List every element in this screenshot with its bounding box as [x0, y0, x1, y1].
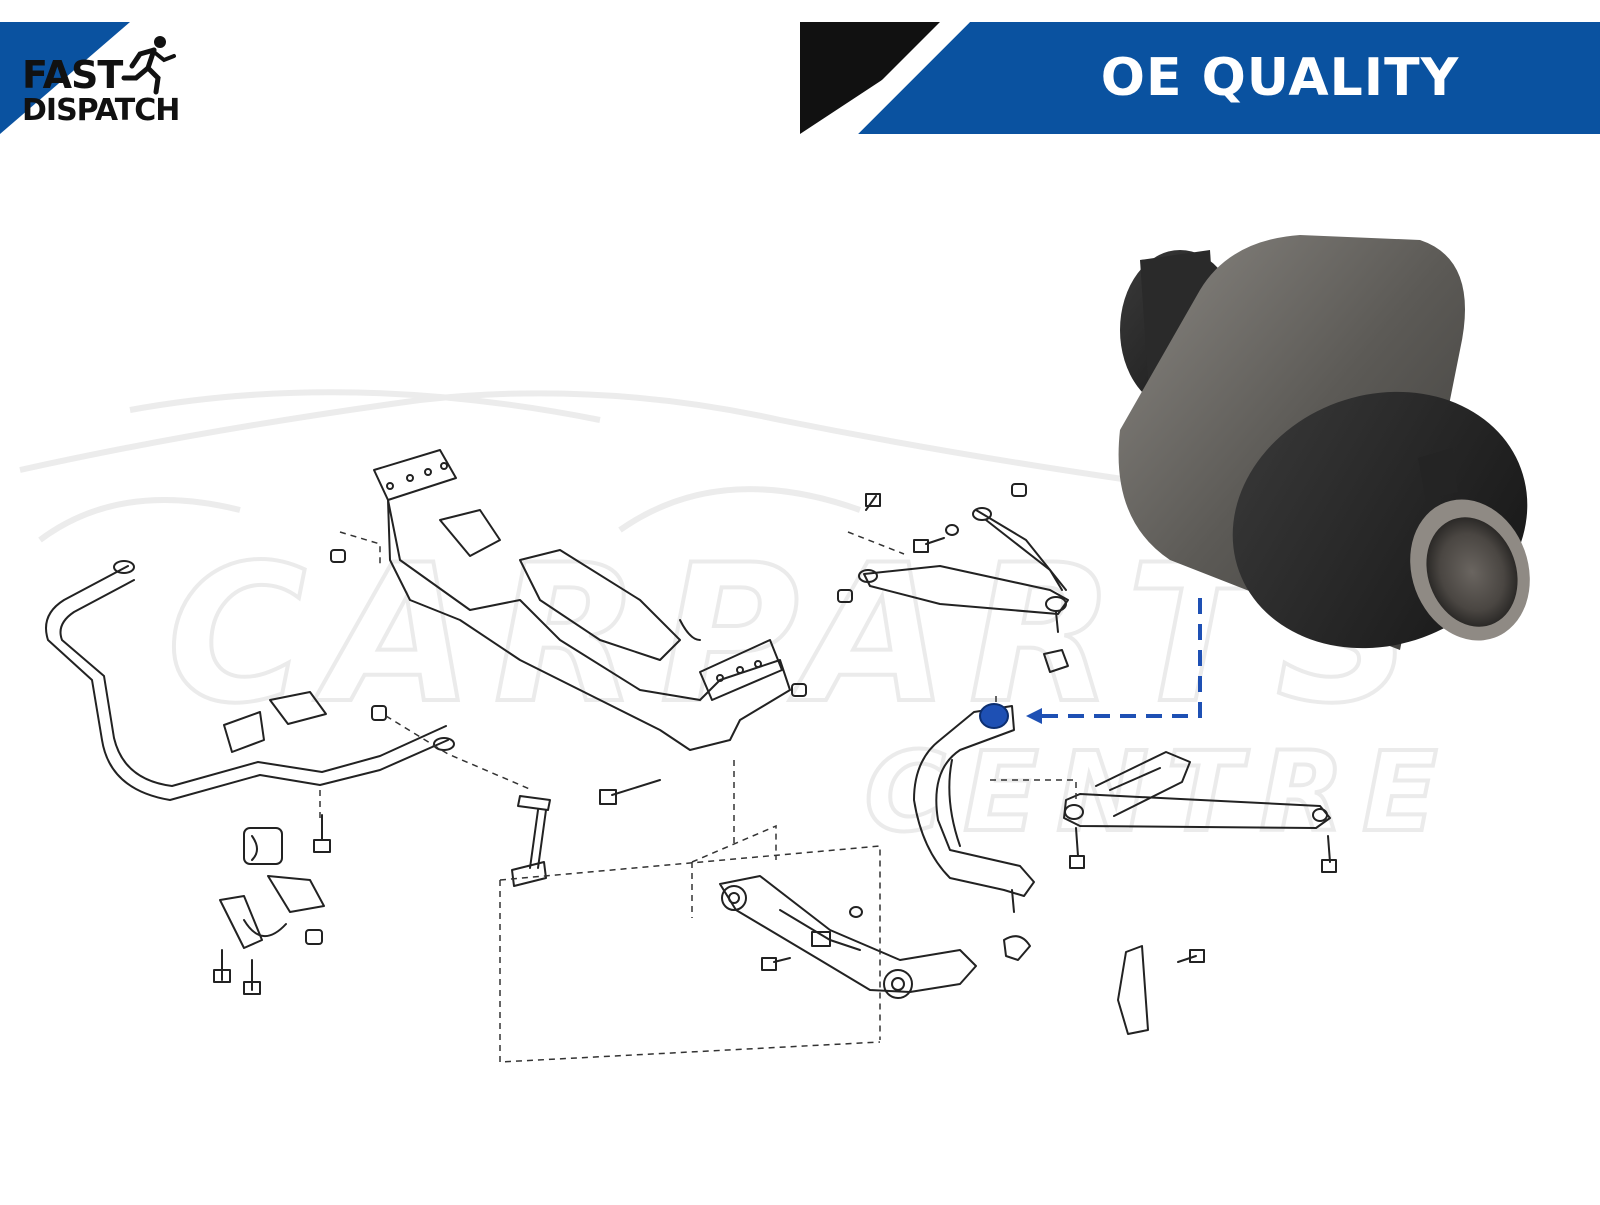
stabilizer-link-icon	[511, 795, 551, 887]
fast-dispatch-logo: FAST DISPATCH	[0, 22, 180, 134]
logo-line-dispatch: DISPATCH	[22, 93, 180, 128]
stabilizer-bar-icon	[45, 560, 455, 995]
oe-quality-banner	[800, 22, 1600, 134]
watermark-line2: CENTRE	[865, 728, 1456, 856]
front-lower-arm-icon	[913, 705, 1035, 961]
highlighted-bushing-marker	[979, 598, 1202, 729]
compression-rod-icon	[1063, 751, 1337, 873]
banner-title: OE QUALITY	[1100, 48, 1460, 108]
dashed-leaders	[319, 531, 1077, 1063]
logo-line-fast: FAST	[22, 53, 123, 97]
bracket-icon	[1117, 945, 1205, 1035]
rear-lower-arm-icon	[719, 875, 977, 999]
bushing-photo-icon	[1118, 235, 1530, 650]
running-man-icon	[121, 36, 176, 95]
subframe-icon	[330, 449, 807, 805]
logo-background	[0, 22, 130, 134]
upper-arm-icon	[837, 483, 1069, 673]
car-silhouette-icon	[19, 389, 1201, 543]
